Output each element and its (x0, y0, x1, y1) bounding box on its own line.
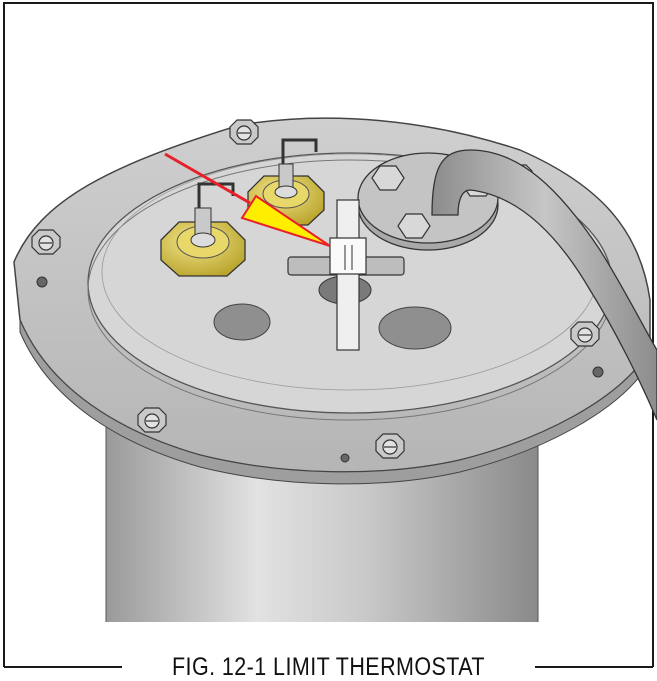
terminal-nut (160, 138, 325, 277)
figure-caption: FIG. 12-1 LIMIT THERMOSTAT (46, 653, 611, 681)
limit-thermostat (287, 199, 405, 351)
mounting-screw (31, 119, 600, 459)
flange-hole (378, 306, 452, 350)
limit-thermostat-pointer-arrow (164, 152, 331, 247)
power-cord (431, 149, 657, 421)
flange-hole (213, 303, 271, 341)
figure-border (3, 2, 654, 668)
figure-caption-text: FIG. 12-1 LIMIT THERMOSTAT (165, 653, 492, 681)
